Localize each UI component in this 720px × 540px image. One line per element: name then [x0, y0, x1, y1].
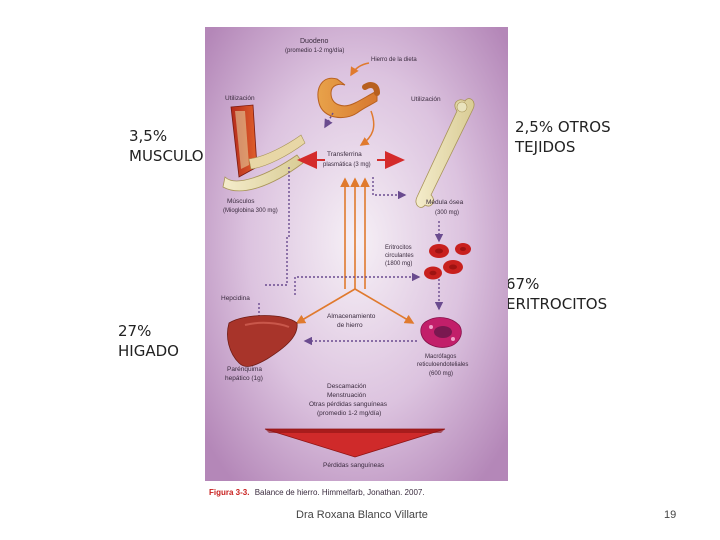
otros-text: TEJIDOS	[515, 137, 611, 157]
otras-perdidas: Otras pérdidas sanguíneas	[309, 401, 388, 408]
higado-label: 27% HIGADO	[118, 321, 179, 361]
iron-balance-figure: Duodeno (promedio 1-2 mg/día) Hierro de …	[205, 27, 508, 503]
musculo-percent: 3,5%	[129, 126, 204, 146]
loss-funnel-shadow	[265, 429, 445, 433]
otros-percent: 2,5% OTROS	[515, 117, 611, 137]
transferrina-title: Transferrina	[327, 151, 362, 158]
page-number: 19	[664, 509, 676, 521]
caption-text: Balance de hierro. Himmelfarb, Jonathan.…	[255, 488, 425, 497]
otros-tejidos-label: 2,5% OTROS TEJIDOS	[515, 117, 611, 157]
figure-caption: Figura 3-3. Balance de hierro. Himmelfar…	[209, 488, 425, 497]
footer-author: Dra Roxana Blanco Villarte	[296, 509, 428, 521]
hepcidina-label: Hepcidina	[221, 295, 250, 302]
utilizacion-right: Utilización	[411, 96, 441, 103]
promedio: (promedio 1-2 mg/día)	[317, 410, 381, 417]
almacenamiento-subtitle: de hierro	[337, 322, 363, 329]
musculo-text: MUSCULO	[129, 146, 204, 166]
eritrocitos-sub1: circulantes	[385, 253, 414, 259]
musculos-title: Músculos	[227, 198, 255, 205]
utilizacion-left: Utilización	[225, 95, 255, 102]
medula-title: Médula ósea	[426, 199, 464, 206]
musculos-subtitle: (Mioglobina 300 mg)	[223, 208, 278, 214]
medula-subtitle: (300 mg)	[435, 210, 459, 216]
macrofagos-title: Macrófagos	[425, 354, 456, 360]
duodeno-subtitle: (promedio 1-2 mg/día)	[285, 48, 344, 54]
perdidas-label: Pérdidas sanguíneas	[323, 462, 385, 469]
macrofagos-sub1: reticuloendoteliales	[417, 362, 468, 368]
duodeno-title: Duodeno	[300, 38, 329, 45]
almacenamiento-title: Almacenamiento	[327, 313, 376, 320]
eritrocitos-sub2: (1800 mg)	[385, 261, 412, 267]
higado-text: HIGADO	[118, 341, 179, 361]
eritro-text: ERITROCITOS	[506, 294, 607, 314]
hierro-dieta: Hierro de la dieta	[371, 57, 417, 63]
eritrocitos-label: 67% ERITROCITOS	[506, 274, 607, 314]
menstruacion: Menstruación	[327, 392, 366, 399]
macrofagos-sub2: (600 mg)	[429, 371, 453, 377]
transferrina-subtitle: plasmática (3 mg)	[323, 162, 371, 168]
parenquima-title: Parénquima	[227, 366, 262, 373]
musculo-label: 3,5% MUSCULO	[129, 126, 204, 166]
eritro-percent: 67%	[506, 274, 607, 294]
parenquima-subtitle: hepático (1g)	[225, 375, 263, 382]
higado-percent: 27%	[118, 321, 179, 341]
caption-bold: Figura 3-3.	[209, 488, 249, 497]
descamacion: Descamación	[327, 383, 367, 390]
eritrocitos-title: Eritrocitos	[385, 245, 412, 251]
